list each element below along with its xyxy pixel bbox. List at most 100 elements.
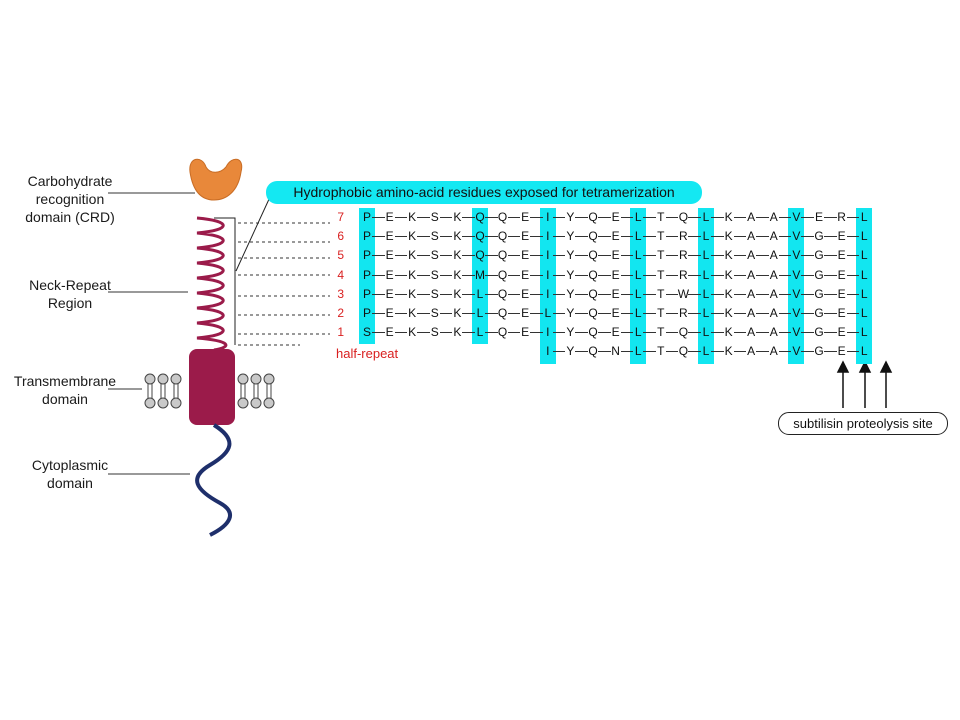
residue: Q	[475, 229, 485, 244]
residue: M	[475, 267, 485, 282]
residue: T	[657, 325, 665, 340]
residue-bond	[552, 236, 566, 238]
neck-label: Neck-Repeat Region	[14, 276, 126, 312]
residue-bond	[824, 293, 837, 295]
residue: S	[362, 325, 371, 340]
residue: K	[453, 248, 462, 263]
residue: Y	[566, 325, 575, 340]
residue: L	[476, 286, 484, 301]
residue: E	[837, 306, 846, 320]
residue: L	[702, 344, 710, 359]
residue-bond	[620, 255, 634, 257]
residue: K	[724, 267, 733, 282]
residue-bond	[733, 332, 747, 334]
lipid-head	[157, 373, 169, 385]
residue: S	[430, 306, 439, 320]
residue: Y	[566, 267, 575, 282]
residue-bond	[801, 332, 814, 334]
residue: E	[611, 325, 620, 340]
residue-bond	[372, 255, 385, 257]
residue: V	[792, 286, 801, 301]
residue-bond	[552, 351, 566, 353]
residue: G	[814, 248, 824, 263]
residue: E	[385, 248, 394, 263]
residue-bond	[394, 313, 408, 314]
residue-bond	[598, 255, 611, 257]
residue-bond	[575, 332, 588, 334]
residue: E	[385, 229, 394, 244]
lipid-head	[263, 397, 275, 409]
residue: Q	[497, 248, 508, 263]
residue-bond	[530, 313, 543, 314]
residue-bond	[530, 236, 543, 238]
residue: I	[546, 248, 550, 263]
residue-bond	[394, 255, 408, 257]
residue: R	[679, 267, 688, 282]
residue: Q	[497, 286, 508, 301]
crd-label-line-2: recognition	[35, 191, 105, 207]
residue-bond	[688, 332, 701, 334]
crd-label-line-1: Carbohydrate	[27, 173, 113, 189]
residue-bond	[756, 217, 769, 218]
residue: L	[544, 306, 552, 320]
residue-bond	[846, 351, 860, 353]
residue-bond	[756, 293, 769, 295]
residue-bond	[575, 351, 588, 353]
residue: E	[837, 344, 846, 359]
residue-bond	[643, 274, 656, 276]
residue-bond	[824, 274, 837, 276]
residue: A	[769, 248, 778, 263]
residue-bond	[507, 274, 521, 276]
residue: K	[724, 229, 733, 244]
hydrophobic-column-highlight	[630, 208, 647, 364]
residue: Q	[475, 248, 485, 263]
residue-bond	[643, 236, 656, 238]
neck-label-line-2: Region	[47, 295, 93, 311]
hydrophobic-column-highlight	[788, 208, 805, 364]
residue-bond	[688, 313, 701, 314]
residue-bond	[643, 217, 656, 218]
residue: Q	[678, 210, 689, 224]
cytoplasmic-label: Cytoplasmic domain	[14, 456, 126, 492]
residue-bond	[394, 236, 408, 238]
residue: S	[430, 248, 439, 263]
residue: L	[860, 344, 868, 359]
repeat-number: 3	[337, 286, 344, 301]
residue: E	[385, 325, 394, 340]
residue-bond	[575, 313, 588, 314]
residue: K	[408, 210, 417, 224]
residue-bond	[439, 332, 453, 334]
residue: K	[453, 325, 462, 340]
residue: L	[476, 306, 484, 320]
residue: E	[611, 210, 620, 224]
residue-bond	[733, 217, 747, 218]
residue-bond	[598, 313, 611, 314]
residue: G	[814, 286, 824, 301]
transmembrane-label-line-1: Transmembrane	[13, 373, 117, 389]
residue-bond	[801, 293, 814, 295]
half-repeat-label: half-repeat	[336, 346, 399, 361]
transmembrane-block	[189, 349, 235, 425]
residue: K	[724, 325, 733, 340]
lipid-head	[237, 373, 249, 385]
residue-bond	[530, 217, 543, 218]
residue-bond	[643, 293, 656, 295]
residue-bond	[711, 274, 724, 276]
residue: Q	[588, 267, 598, 282]
residue-bond	[620, 274, 634, 276]
residue-bond	[733, 293, 747, 295]
residue-bond	[778, 313, 792, 314]
residue-bond	[462, 236, 475, 238]
residue-bond	[665, 332, 679, 334]
hydrophobic-column-highlight	[472, 208, 488, 345]
residue: S	[430, 229, 439, 244]
residue: L	[860, 267, 868, 282]
residue-bond	[462, 274, 475, 276]
residue-bond	[394, 274, 408, 276]
residue: L	[634, 306, 642, 320]
residue-bond	[643, 332, 656, 334]
residue: E	[385, 210, 394, 224]
residue: A	[747, 210, 756, 224]
residue: Q	[588, 306, 598, 320]
residue: L	[702, 306, 710, 320]
